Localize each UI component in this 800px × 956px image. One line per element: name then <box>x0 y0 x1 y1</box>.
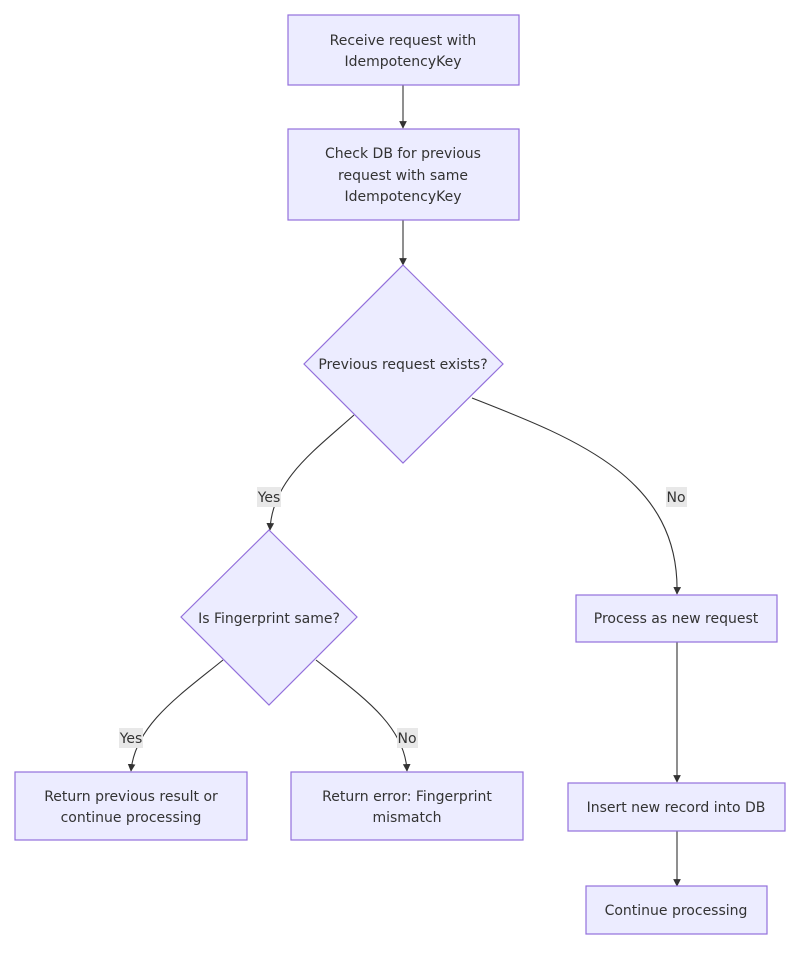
decision-previous-request-exists: Previous request exists? <box>303 264 504 464</box>
node-return-error: Return error: Fingerprint mismatch <box>290 771 524 841</box>
edge-label-fp-no: No <box>397 728 418 748</box>
node-continue-processing: Continue processing <box>585 885 768 935</box>
svg-text:Return previous result or: Return previous result or <box>44 789 218 805</box>
svg-text:Previous request exists?: Previous request exists? <box>318 357 487 373</box>
svg-text:Receive request with: Receive request with <box>330 33 477 49</box>
svg-text:Yes: Yes <box>119 731 143 747</box>
svg-text:Yes: Yes <box>257 490 281 506</box>
svg-text:continue processing: continue processing <box>61 810 202 826</box>
edge-fingerprint-no <box>315 659 411 772</box>
node-insert-record: Insert new record into DB <box>567 782 786 832</box>
svg-text:Process as new request: Process as new request <box>594 611 759 627</box>
svg-text:IdempotencyKey: IdempotencyKey <box>344 189 461 205</box>
node-check-db: Check DB for previous request with same … <box>287 128 520 221</box>
edge-label-prev-yes: Yes <box>257 487 281 507</box>
svg-text:No: No <box>397 731 416 747</box>
svg-text:Insert new record into DB: Insert new record into DB <box>587 800 766 816</box>
svg-text:No: No <box>666 490 685 506</box>
edge-decision-yes <box>266 414 355 531</box>
svg-text:Check DB for previous: Check DB for previous <box>325 146 481 162</box>
node-receive-request: Receive request with IdempotencyKey <box>287 14 520 86</box>
svg-text:request with same: request with same <box>338 168 468 184</box>
svg-text:Continue processing: Continue processing <box>605 903 748 919</box>
edge-fingerprint-yes <box>127 659 224 772</box>
edge-label-fp-yes: Yes <box>119 728 143 748</box>
svg-text:mismatch: mismatch <box>372 810 441 826</box>
node-return-previous-result: Return previous result or continue proce… <box>14 771 248 841</box>
edge-label-prev-no: No <box>666 487 687 507</box>
svg-text:Return error: Fingerprint: Return error: Fingerprint <box>322 789 492 805</box>
decision-fingerprint-same: Is Fingerprint same? <box>180 529 358 706</box>
edge-decision-no <box>471 397 682 595</box>
svg-text:IdempotencyKey: IdempotencyKey <box>344 54 461 70</box>
svg-text:Is Fingerprint same?: Is Fingerprint same? <box>198 611 340 627</box>
node-process-new-request: Process as new request <box>575 594 778 643</box>
